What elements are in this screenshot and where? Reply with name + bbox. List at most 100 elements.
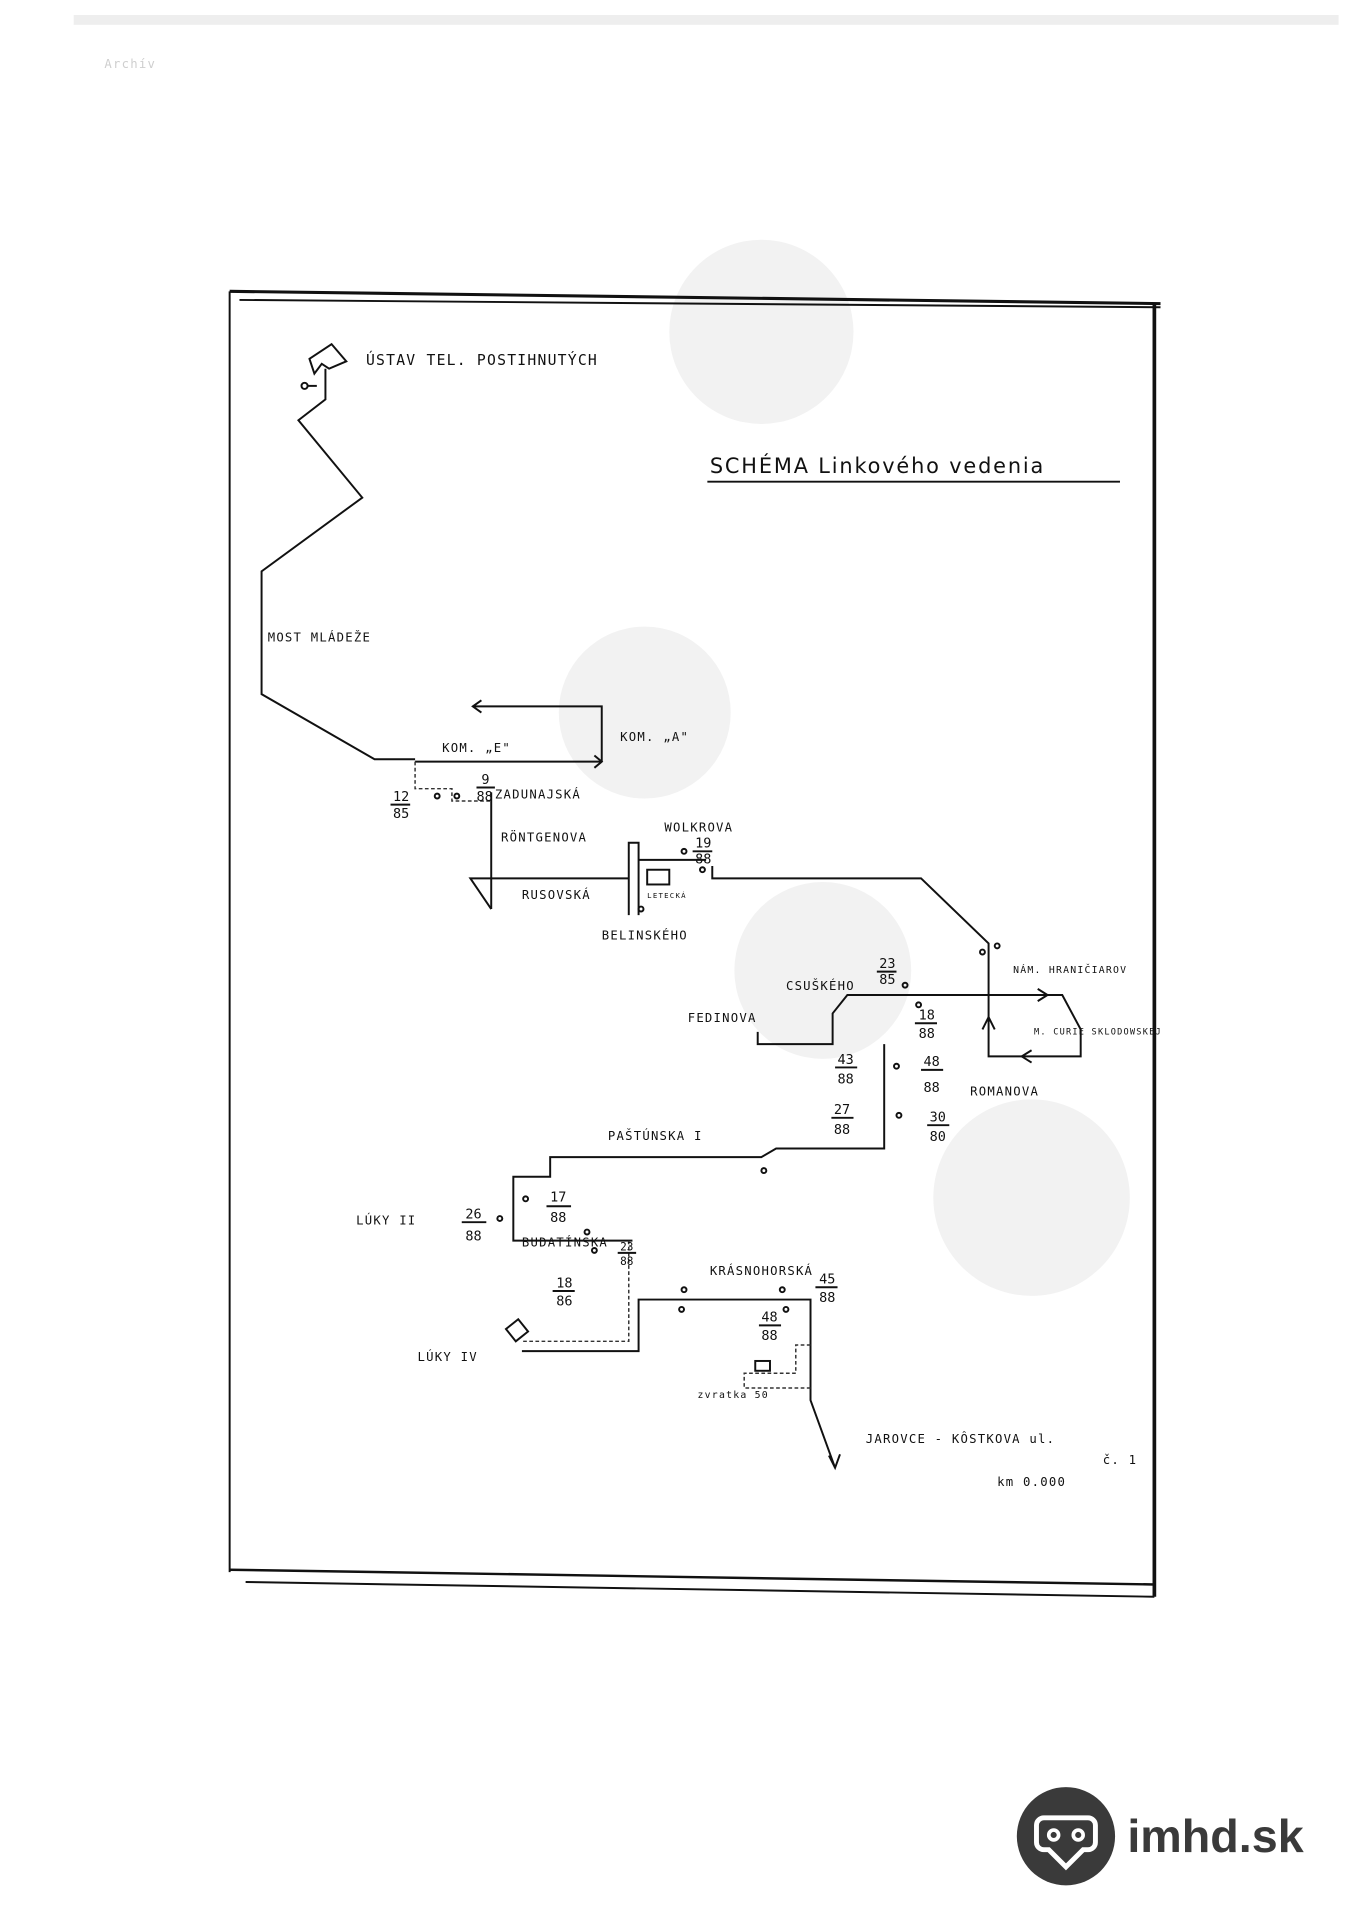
stop-icon <box>433 792 441 800</box>
building-icon <box>754 1359 771 1372</box>
stop-label: MOST MLÁDEŽE <box>268 629 371 644</box>
svg-text:88: 88 <box>819 1290 835 1306</box>
destination-number: č. 1 <box>1103 1453 1137 1467</box>
svg-text:48: 48 <box>761 1310 777 1326</box>
scan-noise <box>73 15 1339 25</box>
svg-text:80: 80 <box>930 1129 946 1145</box>
svg-text:85: 85 <box>879 972 895 988</box>
route-zadunajska <box>414 761 492 802</box>
stop-label: KRÁSNOHORSKÁ <box>710 1263 813 1278</box>
arrow-icon <box>1037 988 1050 1002</box>
watermark-icons <box>558 239 1130 1296</box>
stop-label: ZADUNAJSKÁ <box>495 787 581 802</box>
schema-title: SCHÉMA Linkového vedenia <box>710 453 1045 478</box>
origin-terminal-icon <box>300 342 348 390</box>
luky-iv-terminal-icon <box>504 1317 530 1343</box>
svg-text:48: 48 <box>923 1054 939 1070</box>
svg-text:85: 85 <box>393 806 409 822</box>
svg-text:45: 45 <box>819 1272 835 1288</box>
svg-text:17: 17 <box>550 1189 566 1205</box>
code-fraction: 48 88 <box>921 1054 944 1096</box>
logo-pin-icon <box>1016 1787 1116 1886</box>
destination-label: JAROVCE - KÔSTKOVA ul. <box>866 1431 1055 1446</box>
stop-label: NÁM. HRANIČIAROV <box>1013 963 1127 976</box>
route-rusovska <box>468 877 629 910</box>
svg-text:88: 88 <box>550 1210 566 1226</box>
route-belinskeho <box>627 841 640 916</box>
svg-text:30: 30 <box>930 1109 946 1125</box>
drawing-frame <box>228 289 1161 1598</box>
svg-text:43: 43 <box>838 1052 854 1068</box>
svg-text:88: 88 <box>923 1080 939 1096</box>
stop-label: KOM. „E" <box>442 741 511 755</box>
route-luky-iv <box>521 1240 630 1343</box>
stop-label: PAŠTÚNSKA I <box>608 1128 703 1143</box>
route-line-end <box>521 1298 837 1469</box>
stop-label: WOLKROVA <box>664 821 733 835</box>
stop-label: LÚKY II <box>356 1213 416 1228</box>
svg-text:18: 18 <box>556 1275 572 1291</box>
route-kom-a <box>472 705 603 762</box>
svg-text:88: 88 <box>838 1071 854 1087</box>
svg-text:27: 27 <box>834 1102 850 1118</box>
stop-label: FEDINOVA <box>688 1011 757 1025</box>
svg-text:12: 12 <box>393 789 409 805</box>
letecka-loop <box>646 868 671 886</box>
archive-note: Archív <box>104 57 156 71</box>
stop-markers <box>496 847 1001 1313</box>
svg-text:18: 18 <box>919 1008 935 1024</box>
svg-text:88: 88 <box>476 789 492 805</box>
stop-label: ROMANOVA <box>970 1085 1039 1099</box>
svg-text:86: 86 <box>556 1294 572 1310</box>
logo-text: imhd.sk <box>1127 1810 1303 1862</box>
svg-text:88: 88 <box>834 1122 850 1138</box>
arrow-down-icon <box>828 1453 841 1471</box>
svg-text:23: 23 <box>879 956 895 972</box>
stop-icon <box>453 792 461 800</box>
route-line-north <box>260 368 416 761</box>
origin-label: ÚSTAV TEL. POSTIHNUTÝCH <box>366 351 598 369</box>
svg-text:88: 88 <box>695 852 711 868</box>
stop-label: CSUŠKÉHO <box>786 978 855 993</box>
svg-text:88: 88 <box>465 1229 481 1245</box>
zvratka-loop <box>743 1344 811 1389</box>
svg-text:88: 88 <box>919 1026 935 1042</box>
svg-text:88: 88 <box>620 1255 633 1268</box>
svg-text:23: 23 <box>620 1240 633 1253</box>
route-line-south <box>512 1044 886 1242</box>
stop-label: LETECKÁ <box>647 891 687 900</box>
stop-label: BELINSKÉHO <box>602 928 688 943</box>
svg-text:88: 88 <box>761 1328 777 1344</box>
code-fraction: 988 <box>476 772 495 805</box>
stop-label: RÖNTGENOVA <box>501 828 587 844</box>
stop-label: zvratka 50 <box>698 1390 769 1401</box>
km-marker: km 0.000 <box>997 1475 1066 1489</box>
arrow-icon <box>471 699 482 714</box>
svg-text:19: 19 <box>695 836 711 852</box>
svg-text:9: 9 <box>481 772 489 788</box>
arrow-icon <box>1019 1049 1033 1064</box>
stop-label: M. CURIE SKLODOWSKEJ <box>1034 1027 1162 1037</box>
stop-label: RUSOVSKÁ <box>522 887 591 902</box>
stop-label: KOM. „A" <box>620 730 689 744</box>
stop-label: LÚKY IV <box>418 1349 478 1364</box>
svg-text:26: 26 <box>465 1207 481 1223</box>
arrow-icon <box>981 1014 996 1030</box>
route-line-center <box>711 866 1082 1058</box>
imhd-logo: imhd.sk <box>1016 1787 1304 1886</box>
